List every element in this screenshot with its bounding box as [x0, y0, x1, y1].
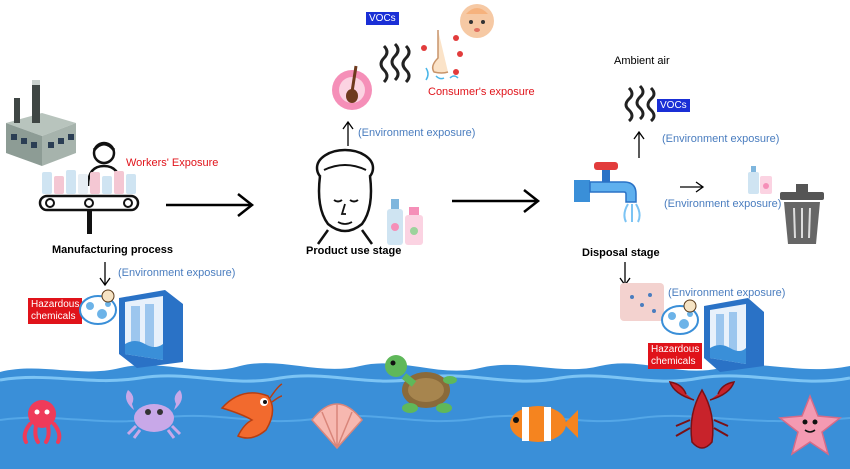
skin-particle-icon: [620, 283, 664, 321]
arrow-down-manufacturing: [99, 262, 111, 287]
env-exposure-product: (Environment exposure): [358, 127, 476, 139]
baby-icon: [460, 4, 494, 38]
product-use-label: Product use stage: [306, 245, 402, 257]
lobster-icon: [668, 381, 736, 449]
arrow-right-disposal: [680, 181, 705, 193]
arrow-up-disposal: [633, 130, 645, 158]
clownfish-icon: [510, 406, 578, 442]
cosmetics-icon-disposal: [748, 166, 772, 194]
shrimp-icon: [220, 383, 283, 439]
vocs-tag-right: VOCs: [657, 99, 690, 112]
hazardous-right-line1: Hazardous: [651, 344, 700, 355]
factory-icon: [6, 80, 76, 166]
arrow-use-to-disposal: [452, 189, 541, 213]
hazardous-left-line2: chemicals: [31, 311, 76, 322]
voc-vapor-icon-top: [379, 42, 411, 84]
water-tank-icon-right: [704, 298, 764, 372]
trash-icon: [780, 184, 824, 244]
voc-vapor-icon-right: [624, 84, 656, 123]
arrow-manufacturing-to-use: [166, 193, 255, 217]
arrow-up-product: [342, 120, 354, 146]
ambient-air-label: Ambient air: [614, 55, 670, 67]
conveyor-icon: [38, 170, 140, 234]
nose-icon: [421, 30, 463, 81]
starfish-icon: [778, 393, 842, 456]
octopus-icon: [22, 400, 62, 444]
workers-exposure-label: Workers' Exposure: [126, 157, 219, 169]
hazardous-left-line1: Hazardous: [31, 299, 80, 310]
cosmetics-icon-product: [387, 199, 423, 245]
pollutant-cloud-icon-left: [79, 289, 117, 325]
env-exposure-disposal-right: (Environment exposure): [664, 198, 782, 210]
pollutant-cloud-icon-right: [661, 299, 699, 335]
manufacturing-label: Manufacturing process: [52, 244, 174, 256]
hazardous-chemicals-right: Hazardous chemicals: [648, 343, 703, 369]
hazardous-chemicals-left: Hazardous chemicals: [28, 298, 83, 324]
env-exposure-manufacturing: (Environment exposure): [118, 267, 236, 279]
vocs-tag-top: VOCs: [366, 12, 399, 25]
env-exposure-disposal-down: (Environment exposure): [668, 287, 786, 299]
consumers-exposure-label: Consumer's exposure: [428, 86, 535, 98]
crab-icon: [126, 390, 182, 439]
turtle-icon: [385, 355, 457, 413]
disposal-label: Disposal stage: [582, 247, 660, 259]
shell-icon: [311, 403, 363, 450]
water-tank-icon-left: [119, 290, 183, 368]
hazardous-right-line2: chemicals: [651, 356, 696, 367]
tap-icon: [574, 162, 641, 223]
hair-follicle-icon: [332, 65, 372, 110]
env-exposure-disposal-up: (Environment exposure): [662, 133, 780, 145]
face-icon: [315, 148, 375, 245]
